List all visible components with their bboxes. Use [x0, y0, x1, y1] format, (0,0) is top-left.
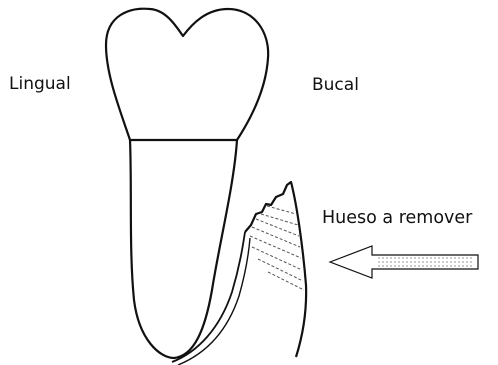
bone-crest-and-surface [245, 182, 306, 357]
tooth-crown [106, 9, 268, 140]
bone-removal-hatching [250, 206, 304, 290]
tooth-root [130, 140, 237, 358]
label-lingual: Lingual [9, 76, 71, 93]
label-bucal: Bucal [312, 77, 359, 94]
bone-contour-inner [172, 232, 245, 362]
label-bone-to-remove: Hueso a remover [322, 210, 472, 228]
left-arrow-icon [330, 246, 478, 278]
bone-contour-outer [178, 238, 250, 365]
